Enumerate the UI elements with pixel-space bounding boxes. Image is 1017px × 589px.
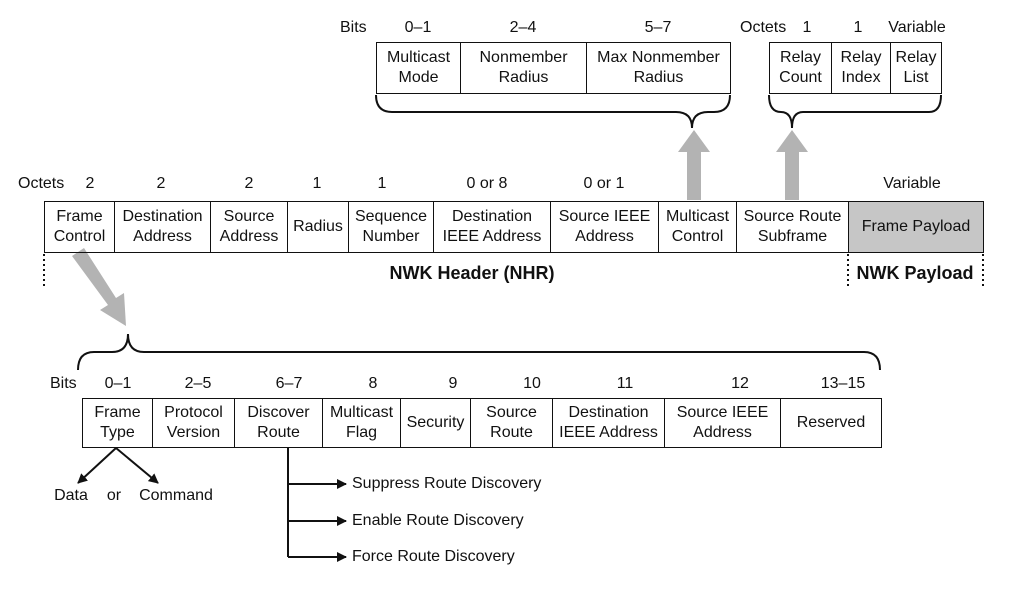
field-multicast-control: Multicast Control (659, 202, 737, 252)
field-max-nonmember-radius: Max Nonmember Radius (597, 49, 720, 86)
field-source-route-subframe: Source Route Subframe (737, 202, 849, 252)
octet-size-label: 0 or 1 (583, 175, 625, 192)
field-destination-ieee-address: Destination IEEE Address (434, 202, 551, 252)
relay-up-arrow (776, 130, 808, 200)
frame-control-bits-label: Bits (50, 375, 77, 392)
frame-control-fields: Frame Type Protocol Version Discover Rou… (82, 398, 882, 448)
frame-type-data: Data (54, 487, 88, 504)
field-nonmember-radius: Nonmember Radius (461, 43, 587, 93)
octet-size-label: 0 or 8 (466, 175, 508, 192)
discover-route-option: Force Route Discovery (352, 548, 515, 565)
field-multicast-mode: Multicast Mode (377, 43, 461, 93)
bit-range-label: 6–7 (275, 375, 303, 392)
multicast-up-arrow (678, 130, 710, 200)
field-frame-control: Frame Control (45, 202, 115, 252)
bit-range-label: 10 (523, 375, 541, 392)
discover-route-option: Enable Route Discovery (352, 512, 524, 529)
field-source-ieee-address-flag: Source IEEE Address (665, 399, 781, 447)
multicast-control-fields: Multicast Mode Nonmember Radius Max Nonm… (376, 42, 731, 94)
nwk-payload-label: NWK Payload (856, 263, 974, 283)
nwk-header-label: NWK Header (NHR) (389, 263, 555, 283)
octet-size-label: 1 (802, 19, 812, 36)
frame-octets-label: Octets (18, 175, 65, 192)
field-source-route: Source Route (471, 399, 553, 447)
field-destination-ieee-address-flag: Destination IEEE Address (553, 399, 665, 447)
bit-range-label: 0–1 (404, 19, 432, 36)
bit-range-label: 9 (448, 375, 458, 392)
field-destination-address: Destination Address (115, 202, 211, 252)
field-relay-list: Relay List (895, 49, 937, 86)
multicast-brace (375, 94, 731, 129)
octet-size-label: 2 (156, 175, 166, 192)
bit-range-label: 11 (616, 375, 634, 392)
octet-size-label: Variable (888, 19, 946, 36)
field-source-ieee-address: Source IEEE Address (551, 202, 659, 252)
frame-type-data-arrow (77, 447, 117, 484)
frame-type-command-arrow (115, 447, 159, 484)
bit-range-label: 13–15 (820, 375, 866, 392)
bit-range-label: 0–1 (104, 375, 132, 392)
bit-range-label: 5–7 (644, 19, 672, 36)
relay-brace (768, 94, 942, 129)
field-radius: Radius (288, 202, 349, 252)
field-multicast-flag: Multicast Flag (323, 399, 401, 447)
field-sequence-number: Sequence Number (349, 202, 434, 252)
frame-type-or: or (106, 487, 122, 504)
field-source-address: Source Address (211, 202, 288, 252)
field-reserved: Reserved (796, 414, 866, 431)
multicast-bits-label: Bits (340, 19, 367, 36)
nwk-frame-fields: Frame Control Destination Address Source… (44, 201, 984, 253)
bit-range-label: 8 (368, 375, 378, 392)
octet-size-label: 2 (85, 175, 95, 192)
source-route-subframe-fields: Relay Count Relay Index Relay List (769, 42, 942, 94)
octet-size-label: 1 (377, 175, 387, 192)
field-relay-index: Relay Index (832, 43, 891, 93)
field-protocol-version: Protocol Version (153, 399, 235, 447)
field-discover-route: Discover Route (235, 399, 323, 447)
octet-size-label: 1 (853, 19, 863, 36)
field-frame-type: Frame Type (83, 399, 153, 447)
octet-size-label: 2 (244, 175, 254, 192)
octet-size-label: 1 (312, 175, 322, 192)
field-frame-payload: Frame Payload (849, 202, 983, 252)
frame-control-brace (77, 333, 881, 371)
frame-control-down-arrow (72, 248, 126, 326)
discover-route-option: Suppress Route Discovery (352, 475, 542, 492)
octet-size-label: Variable (883, 175, 941, 192)
frame-type-command: Command (139, 487, 213, 504)
relay-octets-label: Octets (740, 19, 787, 36)
field-relay-count: Relay Count (770, 43, 832, 93)
bit-range-label: 2–4 (509, 19, 537, 36)
field-security: Security (401, 399, 471, 447)
bit-range-label: 2–5 (184, 375, 212, 392)
bit-range-label: 12 (731, 375, 749, 392)
